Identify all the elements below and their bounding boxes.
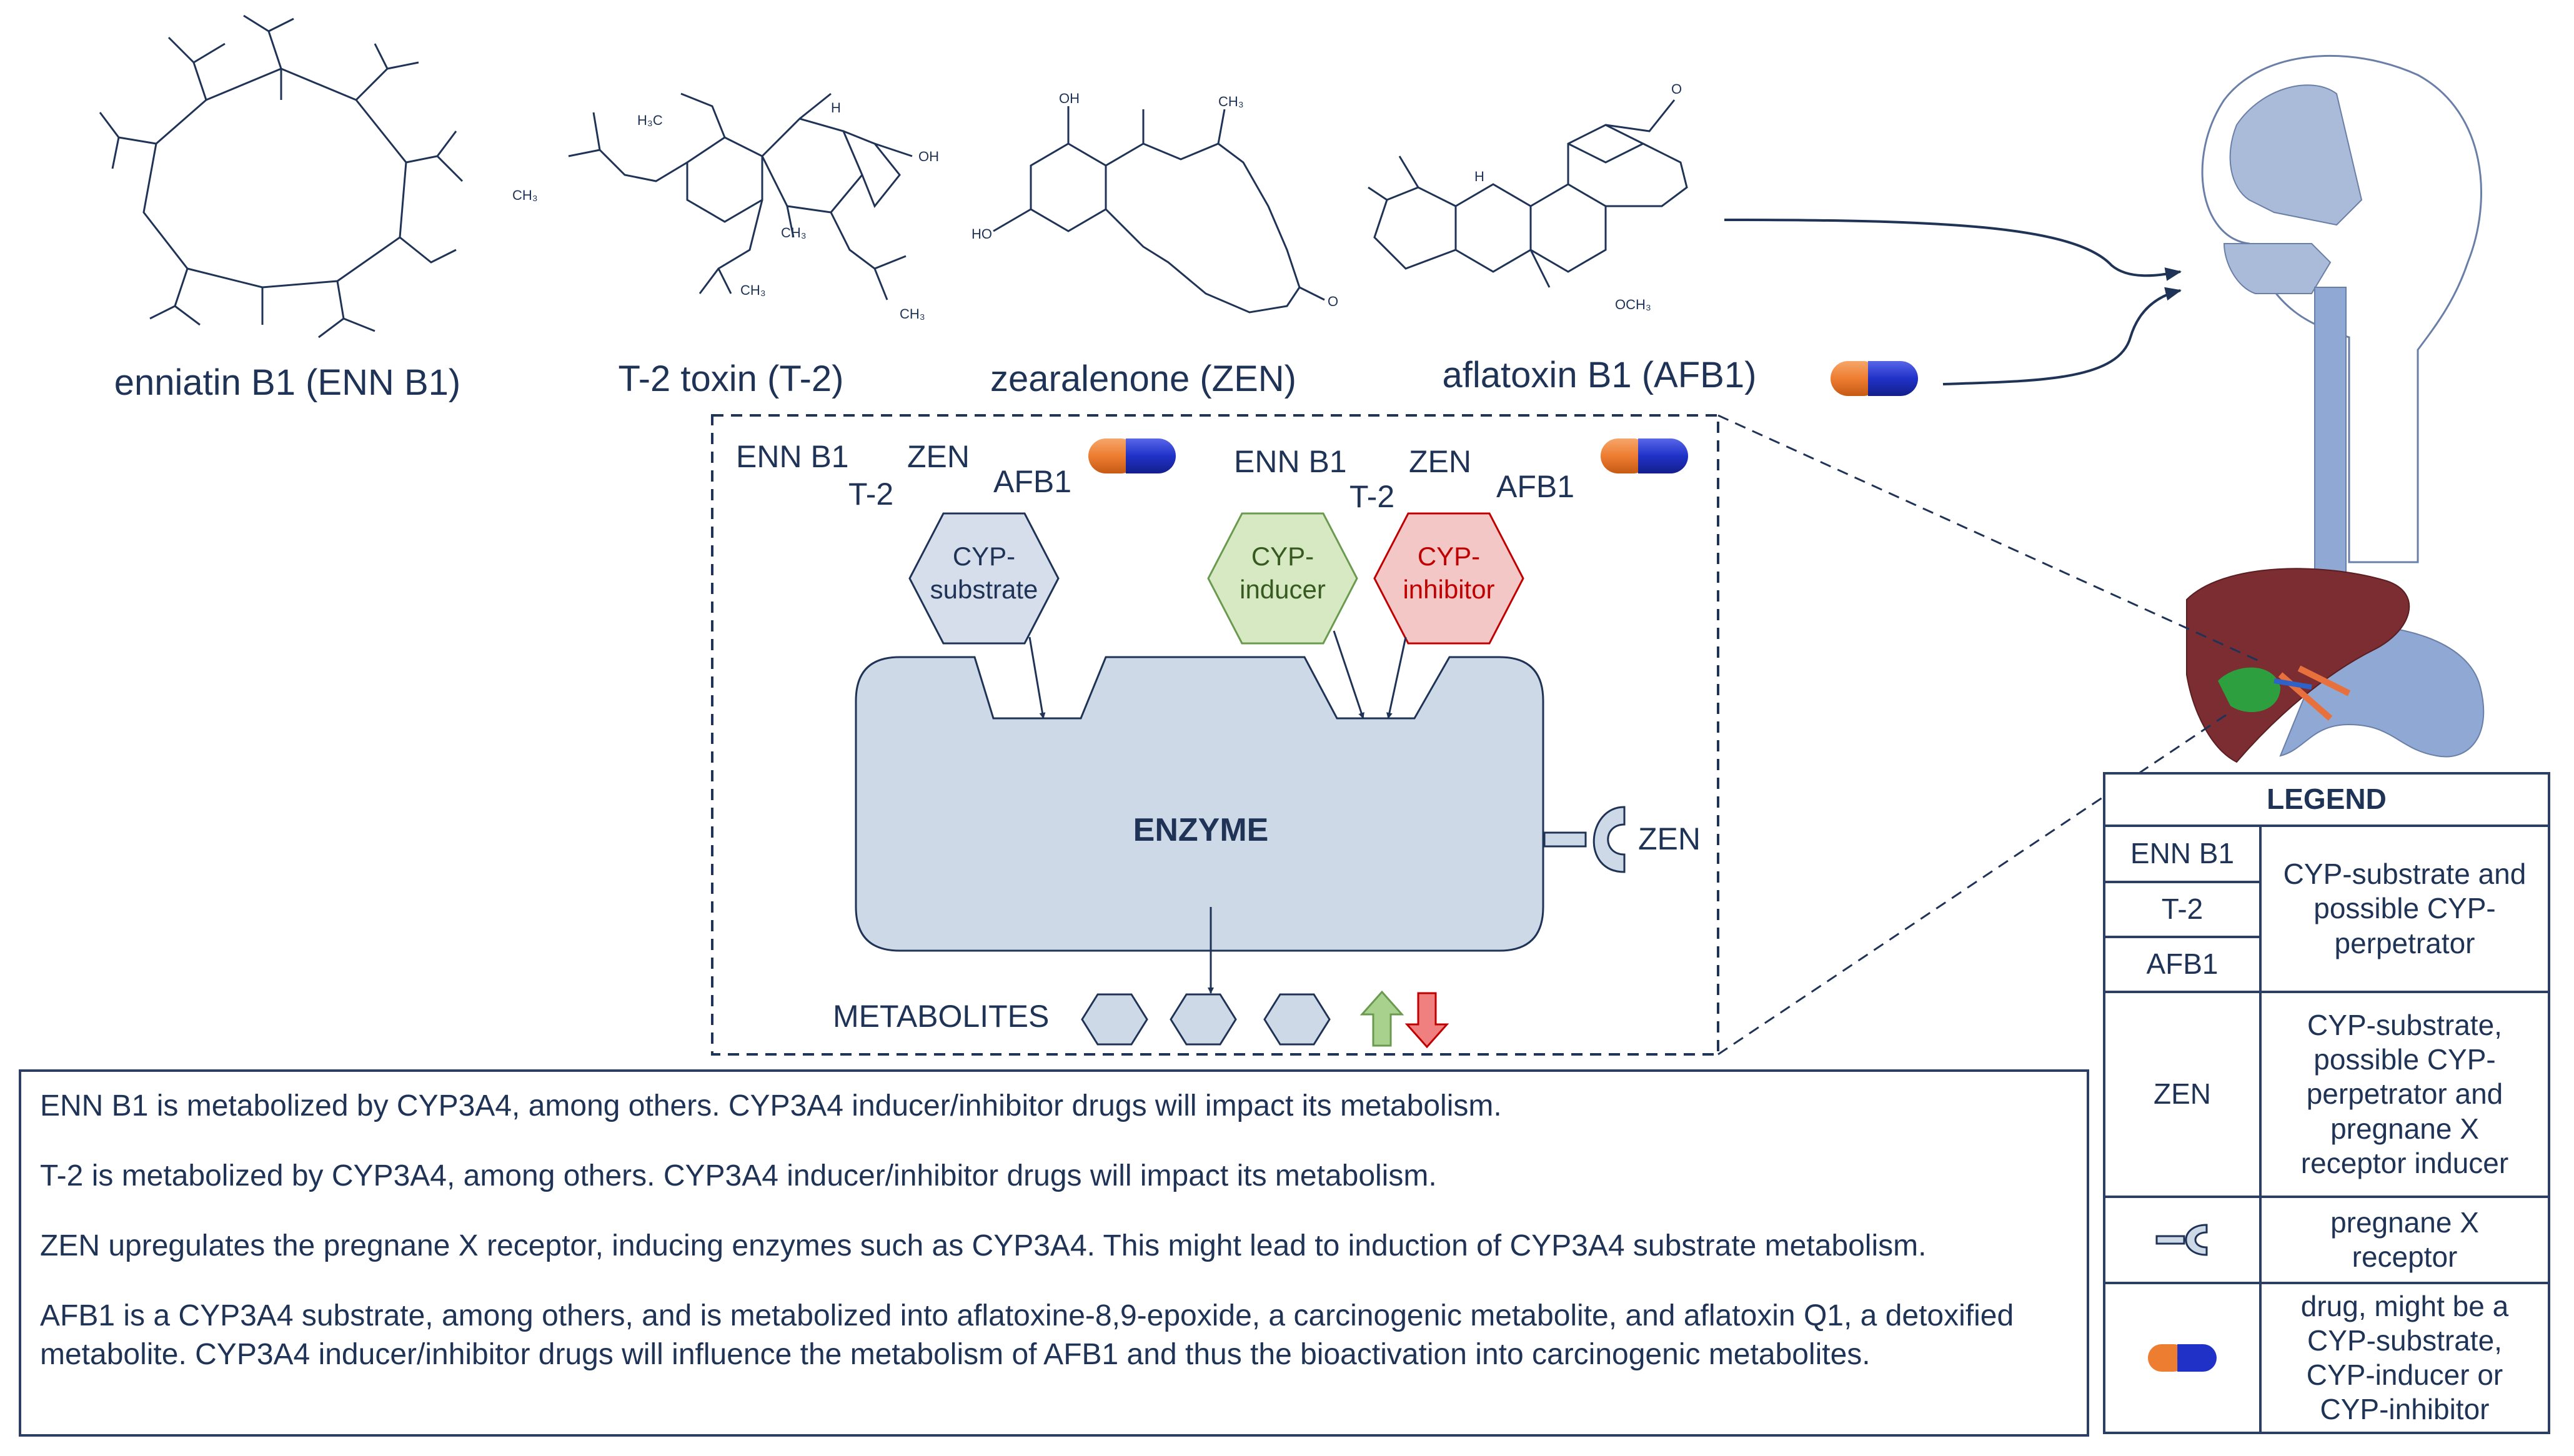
up-arrow-icon <box>1359 990 1404 1047</box>
t2-h: H <box>831 100 841 116</box>
t2-oh: OH <box>918 149 939 164</box>
legend-title: LEGEND <box>2267 783 2387 816</box>
panel-right-t2: T-2 <box>1349 479 1394 514</box>
zearalenone-label: zearalenone (ZEN) <box>990 359 1296 399</box>
legend-desc-drug: drug, might be a CYP-substrate, CYP-indu… <box>2300 1289 2509 1426</box>
legend-divider <box>2105 1196 2548 1198</box>
enzyme-label: ENZYME <box>1133 812 1269 848</box>
afb1-och3: OCH₃ <box>1615 297 1651 312</box>
pregnane-x-receptor-icon <box>1543 806 1626 873</box>
arrow-substrate-to-enzyme <box>1028 636 1046 719</box>
arrow-inhibitor-to-enzyme <box>1386 636 1407 719</box>
afb1-o: O <box>1671 81 1682 97</box>
cyp-inhibitor-line2: inhibitor <box>1403 575 1494 604</box>
legend-key-zen: ZEN <box>2154 1077 2211 1111</box>
cyp-substrate-line2: substrate <box>930 575 1038 604</box>
cyp-inhibitor-hexagon <box>1373 512 1524 645</box>
panel-right-zen: ZEN <box>1409 444 1471 479</box>
receptor-zen-label: ZEN <box>1638 821 1701 856</box>
panel-left-zen: ZEN <box>907 439 970 474</box>
arrow-inducer-to-enzyme <box>1333 630 1364 719</box>
panel-right-afb1: AFB1 <box>1496 469 1574 504</box>
liver-icon <box>2186 568 2485 763</box>
legend-key-afb1: AFB1 <box>2146 948 2219 981</box>
t2-h3c: H₃C <box>637 112 663 128</box>
cyp-inducer-line2: inducer <box>1240 575 1326 604</box>
panel-pill-left <box>1088 438 1176 473</box>
legend-divider <box>2105 881 2259 883</box>
cyp-substrate-line1: CYP- <box>953 542 1015 571</box>
legend-receptor-cell <box>2105 1198 2259 1282</box>
cyp-inducer-hexagon <box>1207 512 1358 645</box>
pill-icon <box>2148 1344 2217 1372</box>
legend-divider <box>2105 825 2548 827</box>
afb1-h: H <box>1474 169 1484 184</box>
description-enn: ENN B1 is metabolized by CYP3A4, among o… <box>40 1089 1502 1122</box>
aflatoxin-b1-label: aflatoxin B1 (AFB1) <box>1443 355 1757 395</box>
mechanism-panel-frame <box>711 414 1719 1056</box>
legend-key-enn: ENN B1 <box>2130 837 2235 870</box>
zen-o: O <box>1328 294 1338 309</box>
t2-ch3-a: CH₃ <box>512 187 538 203</box>
description-afb1: AFB1 is a CYP3A4 substrate, among others… <box>40 1299 2014 1371</box>
aflatoxin-b1-structure <box>1368 99 1688 288</box>
legend-key-t2: T-2 <box>2161 893 2204 926</box>
zoom-line-top <box>1717 414 2262 663</box>
human-head-icon <box>2201 54 2482 588</box>
zen-oh: OH <box>1059 91 1080 106</box>
enzyme-body <box>855 656 1544 952</box>
legend-desc-receptor: pregnane X receptor <box>2330 1206 2479 1273</box>
zen-ch3: CH₃ <box>1218 94 1244 109</box>
description-zen: ZEN upregulates the pregnane X receptor,… <box>40 1229 1927 1262</box>
legend-divider <box>2105 936 2259 938</box>
t2-toxin-structure <box>568 92 913 300</box>
legend-desc-zen: CYP-substrate, possible CYP-perpetrator … <box>2300 1009 2509 1179</box>
receptor-icon <box>2155 1224 2208 1256</box>
legend-divider <box>2105 991 2548 993</box>
cyp-inducer-line1: CYP- <box>1251 542 1314 571</box>
arrow-to-mouth-2 <box>1942 287 2182 385</box>
legend-desc-substrate: CYP-substrate and possible CYP-perpetrat… <box>2283 858 2527 959</box>
description-box: ENN B1 is metabolized by CYP3A4, among o… <box>19 1069 2089 1437</box>
panel-left-t2: T-2 <box>848 477 893 512</box>
panel-left-afb1: AFB1 <box>993 464 1071 499</box>
t2-ch3-d: CH₃ <box>900 306 925 322</box>
panel-right-enn: ENN B1 <box>1234 444 1347 479</box>
panel-left-enn: ENN B1 <box>736 439 849 474</box>
metabolite-hexagon-3 <box>1263 993 1331 1046</box>
panel-pill-right <box>1601 438 1688 473</box>
zoom-line-bottom <box>1717 711 2231 1056</box>
cyp-inhibitor-line1: CYP- <box>1418 542 1480 571</box>
drug-pill-icon <box>1831 361 1918 396</box>
metabolite-hexagon-2 <box>1170 993 1237 1046</box>
enniatin-b1-structure <box>99 14 464 339</box>
metabolites-label: METABOLITES <box>833 999 1049 1034</box>
t2-toxin-label: T-2 toxin (T-2) <box>619 359 844 399</box>
zearalenone-structure <box>993 106 1325 314</box>
arrow-to-mouth-1 <box>1724 219 2182 281</box>
legend-divider <box>2105 1282 2548 1284</box>
enniatin-b1-label: enniatin B1 (ENN B1) <box>114 362 460 403</box>
legend-column-divider <box>2259 825 2262 1432</box>
legend-table: LEGEND ENN B1 T-2 AFB1 CYP-substrate and… <box>2103 772 2550 1434</box>
t2-ch3-c: CH₃ <box>740 282 766 298</box>
down-arrow-icon <box>1404 992 1449 1049</box>
zen-ho: HO <box>971 226 992 242</box>
legend-pill-cell <box>2105 1284 2259 1432</box>
t2-ch3-b: CH₃ <box>781 225 807 240</box>
cyp-substrate-hexagon <box>908 512 1060 645</box>
metabolite-hexagon-1 <box>1081 993 1148 1046</box>
description-t2: T-2 is metabolized by CYP3A4, among othe… <box>40 1159 1437 1192</box>
